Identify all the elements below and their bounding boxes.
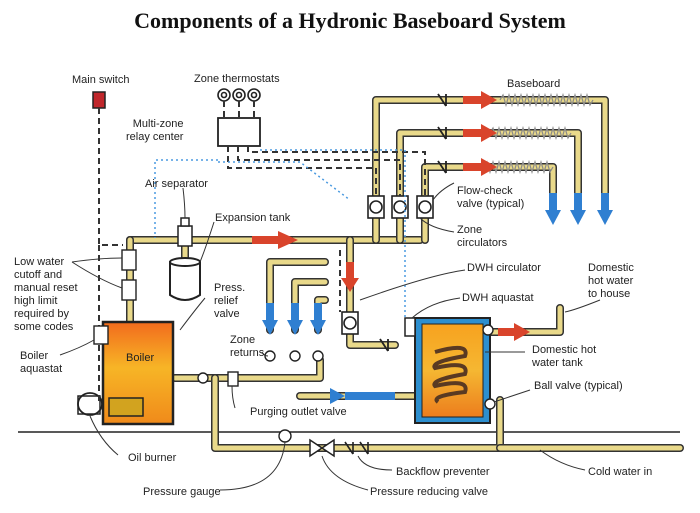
boiler-unit: [77, 320, 175, 426]
diagram-title: Components of a Hydronic Baseboard Syste…: [134, 8, 566, 33]
baseboard-label: Baseboard: [507, 78, 561, 90]
ball-valve-label: Ball valve (typical): [534, 380, 623, 392]
zone-returns-label: Zone returns: [230, 334, 265, 359]
backflow-preventer-label: Backflow preventer: [396, 466, 490, 478]
main-switch-shape: [92, 91, 106, 109]
boiler-aquastat-label: Boiler aquastat: [20, 350, 63, 375]
pressure-gauge-label: Pressure gauge: [143, 486, 221, 498]
oil-burner-label: Oil burner: [128, 452, 177, 464]
low-water-cutoff-label: Low water cutoff and manual reset high l…: [14, 256, 78, 333]
expansion-tank-label: Expansion tank: [215, 212, 291, 224]
dwh-tank-shape: [404, 317, 491, 424]
flow-check-label: Flow-check valve (typical): [457, 185, 525, 210]
dwh-aquastat-label: DWH aquastat: [462, 292, 534, 304]
boiler-label: Boiler: [126, 352, 155, 364]
relay-center-box: [217, 117, 261, 147]
domestic-hot-water-tank-label: Domestic hot water tank: [532, 344, 597, 369]
zone-circulators-label: Zone circulators: [457, 224, 508, 249]
leader-lines: [59, 182, 601, 491]
relay-center-label: Multi-zone relay center: [126, 118, 184, 143]
zone-circulator-pumps: [341, 195, 434, 335]
air-separator-shape: [177, 225, 193, 247]
flow-arrows: [252, 91, 613, 404]
domestic-hot-water-house-label: Domestic hot water to house: [588, 262, 634, 300]
press-relief-label: Press. relief valve: [214, 282, 246, 320]
baseboard-fins: [483, 92, 594, 175]
zone-thermostats-label: Zone thermostats: [194, 73, 280, 85]
cold-water-in-label: Cold water in: [588, 466, 653, 478]
expansion-tank-shape: [169, 257, 201, 301]
thermostat-dials: [217, 88, 261, 102]
purging-outlet-label: Purging outlet valve: [250, 406, 347, 418]
main-switch-label: Main switch: [72, 74, 130, 86]
air-separator-label: Air separator: [145, 178, 208, 190]
dwh-circulator-label: DWH circulator: [467, 262, 541, 274]
pressure-reducing-label: Pressure reducing valve: [370, 486, 489, 498]
